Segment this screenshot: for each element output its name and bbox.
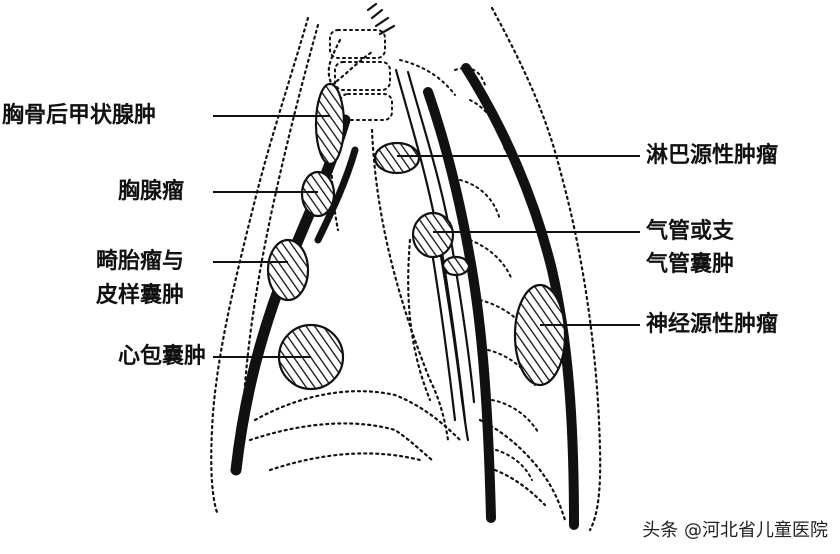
label-substernal-thyroid: 胸骨后甲状腺肿	[2, 103, 157, 128]
label-bronchogenic-line1: 气管或支	[646, 219, 735, 244]
label-bronchogenic-line2: 气管囊肿	[646, 252, 735, 277]
chest-outline	[210, 6, 602, 532]
bronchogenic-cyst-mass	[411, 211, 455, 259]
label-thymoma: 胸腺瘤	[118, 179, 185, 204]
watermark: 头条 @河北省儿童医院	[642, 520, 828, 541]
label-neurogenic: 神经源性肿瘤	[646, 312, 779, 337]
label-pericardial-cyst: 心包囊肿	[118, 344, 207, 369]
bronchogenic-small-mass	[441, 255, 471, 277]
vertebral-column	[423, 63, 579, 530]
leader-lines	[213, 115, 640, 358]
thymoma-mass	[300, 170, 336, 218]
lymphoma-mass	[373, 141, 421, 175]
label-teratoma-line2: 皮样囊肿	[96, 283, 185, 308]
label-teratoma-line1: 畸胎瘤与	[96, 249, 185, 274]
neurogenic-mass	[513, 283, 567, 387]
label-lymphoma: 淋巴源性肿瘤	[646, 143, 779, 168]
teratoma-mass	[266, 238, 310, 302]
substernal-thyroid-mass	[314, 82, 346, 166]
